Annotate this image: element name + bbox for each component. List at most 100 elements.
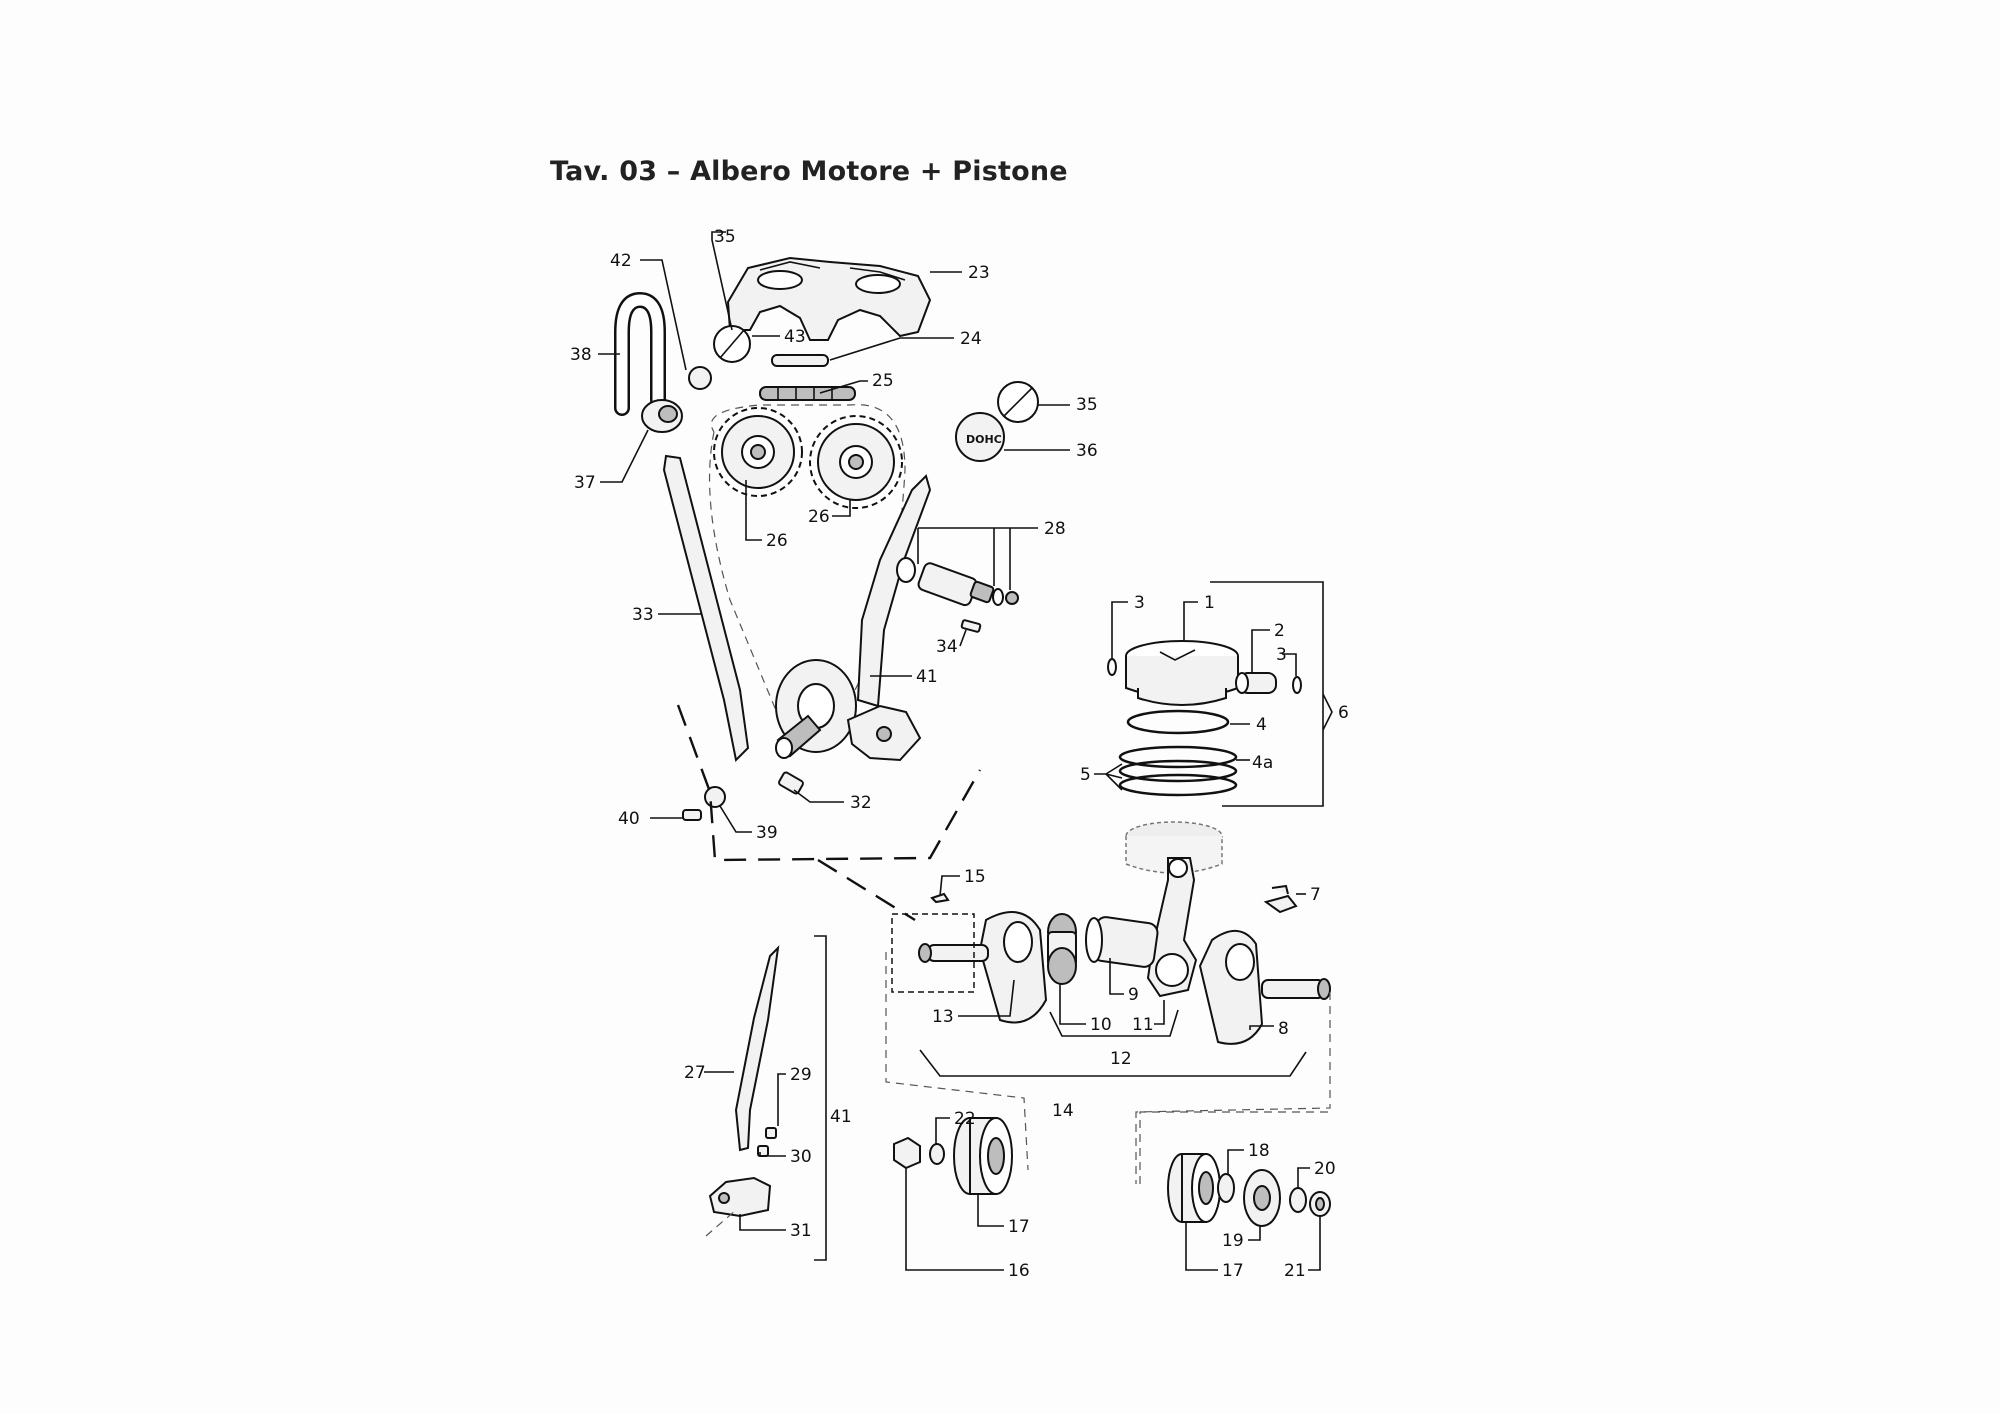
tensioner-bracket-lower bbox=[708, 1176, 772, 1218]
dohc-cap: DOHC bbox=[955, 412, 1005, 462]
label-11: 11 bbox=[1132, 1015, 1154, 1035]
label-14: 14 bbox=[1052, 1101, 1074, 1121]
label-17a: 17 bbox=[1008, 1217, 1030, 1237]
timing-chain-segment bbox=[759, 386, 856, 401]
label-3b: 3 bbox=[1276, 645, 1287, 665]
label-35a: 35 bbox=[714, 227, 736, 247]
label-34: 34 bbox=[936, 637, 958, 657]
circlip-right bbox=[1292, 676, 1302, 694]
label-27: 27 bbox=[684, 1063, 706, 1083]
crankshaft-half-left bbox=[918, 911, 1048, 1024]
label-20: 20 bbox=[1314, 1159, 1336, 1179]
label-42: 42 bbox=[610, 251, 632, 271]
label-35b: 35 bbox=[1076, 395, 1098, 415]
page-title: Tav. 03 – Albero Motore + Pistone bbox=[550, 156, 1068, 187]
label-9: 9 bbox=[1128, 985, 1139, 1005]
svg-text:DOHC: DOHC bbox=[966, 433, 1002, 446]
label-12: 12 bbox=[1110, 1049, 1132, 1069]
chain-tensioner-slipper bbox=[856, 474, 932, 708]
bracket-tensioner-group bbox=[814, 935, 827, 1261]
label-8: 8 bbox=[1278, 1019, 1289, 1039]
label-25: 25 bbox=[872, 371, 894, 391]
label-32: 32 bbox=[850, 793, 872, 813]
bracket-crankshaft-assembly bbox=[919, 1049, 1307, 1077]
part-number-labels: 1 2 3 3 4 4a 5 6 7 8 9 10 11 12 13 14 15… bbox=[570, 227, 1349, 1281]
crankshaft-nut-right bbox=[1309, 1191, 1331, 1217]
guide-washer bbox=[704, 786, 726, 808]
compression-ring bbox=[1126, 709, 1230, 735]
main-bearing-left bbox=[953, 1117, 1013, 1195]
label-4: 4 bbox=[1256, 715, 1267, 735]
label-13: 13 bbox=[932, 1007, 954, 1027]
oil-ring-upper bbox=[1118, 745, 1238, 769]
label-31: 31 bbox=[790, 1221, 812, 1241]
group-link bbox=[817, 858, 916, 922]
label-28: 28 bbox=[1044, 519, 1066, 539]
crankshaft-nut bbox=[893, 1136, 921, 1170]
crank-pin bbox=[1085, 916, 1159, 968]
bolt-small-upper bbox=[765, 1127, 777, 1139]
label-41b: 41 bbox=[830, 1107, 852, 1127]
crankshaft-sprocket bbox=[775, 659, 857, 759]
piston-ghost bbox=[1125, 821, 1223, 874]
label-38: 38 bbox=[570, 345, 592, 365]
cover-gasket bbox=[771, 354, 829, 367]
label-22: 22 bbox=[954, 1109, 976, 1129]
guide-bolt bbox=[778, 771, 804, 795]
label-3a: 3 bbox=[1134, 593, 1145, 613]
chain-tensioner bbox=[896, 557, 1019, 607]
washer-left bbox=[929, 1143, 945, 1165]
label-19: 19 bbox=[1222, 1231, 1244, 1251]
tensioner-guide-lower bbox=[734, 945, 780, 1152]
label-40: 40 bbox=[618, 809, 640, 829]
label-1: 1 bbox=[1204, 593, 1215, 613]
label-18: 18 bbox=[1248, 1141, 1270, 1161]
needle-bearing bbox=[1047, 913, 1077, 985]
label-6: 6 bbox=[1338, 703, 1349, 723]
label-36: 36 bbox=[1076, 441, 1098, 461]
camshaft-sprocket-right bbox=[809, 415, 903, 509]
circlip-left bbox=[1107, 658, 1117, 676]
oil-ring-lower bbox=[1118, 773, 1238, 797]
label-29: 29 bbox=[790, 1065, 812, 1085]
label-26a: 26 bbox=[766, 531, 788, 551]
leader-lines bbox=[598, 231, 1321, 1271]
label-16: 16 bbox=[1008, 1261, 1030, 1281]
label-7: 7 bbox=[1310, 885, 1321, 905]
guide-screw bbox=[682, 809, 702, 821]
crankshaft-half-right bbox=[1198, 930, 1331, 1045]
camshaft-cover bbox=[726, 256, 932, 341]
label-37: 37 bbox=[574, 473, 596, 493]
label-24: 24 bbox=[960, 329, 982, 349]
label-2: 2 bbox=[1274, 621, 1285, 641]
label-26b: 26 bbox=[808, 507, 830, 527]
label-5: 5 bbox=[1080, 765, 1091, 785]
label-17b: 17 bbox=[1222, 1261, 1244, 1281]
label-33: 33 bbox=[632, 605, 654, 625]
label-10: 10 bbox=[1090, 1015, 1112, 1035]
woodruff-key bbox=[1263, 894, 1298, 914]
label-43: 43 bbox=[784, 327, 806, 347]
label-30: 30 bbox=[790, 1147, 812, 1167]
label-23: 23 bbox=[968, 263, 990, 283]
crankshaft-detail-box bbox=[891, 913, 975, 993]
label-21: 21 bbox=[1284, 1261, 1306, 1281]
label-39: 39 bbox=[756, 823, 778, 843]
label-15: 15 bbox=[964, 867, 986, 887]
hose-fitting bbox=[641, 399, 683, 433]
sealing-ring-left bbox=[688, 366, 712, 390]
piston bbox=[1125, 640, 1239, 706]
tensioner-screw bbox=[960, 619, 982, 633]
label-4a: 4a bbox=[1252, 753, 1273, 773]
washer-right bbox=[1289, 1187, 1307, 1213]
oil-ring-middle bbox=[1118, 759, 1238, 783]
woodruff-key-top bbox=[1271, 884, 1289, 895]
connecting-rod bbox=[1146, 857, 1198, 998]
label-41a: 41 bbox=[916, 667, 938, 687]
camshaft-sprocket-left bbox=[713, 407, 803, 497]
timing-gear bbox=[1243, 1169, 1281, 1227]
group-frame-top bbox=[676, 704, 982, 862]
chain-guide-left bbox=[662, 454, 750, 763]
